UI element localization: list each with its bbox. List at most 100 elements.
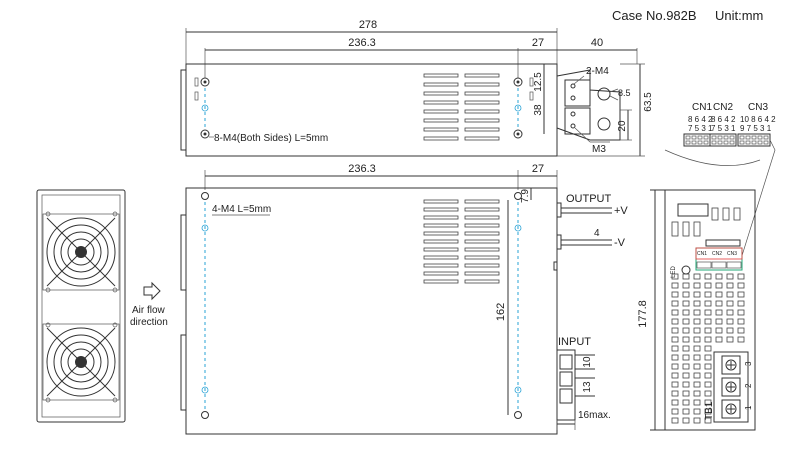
connector-pin (751, 135, 757, 140)
vent-slot (423, 279, 459, 284)
vent-slot (671, 282, 679, 289)
vent-slot (423, 73, 459, 78)
vent-slot (693, 354, 701, 361)
fan-view (36, 189, 126, 423)
vent-slot (423, 255, 459, 260)
vent-slot (464, 215, 500, 220)
vent-slot (682, 221, 690, 237)
connector-pin (697, 135, 703, 140)
vent-slot (423, 215, 459, 220)
vent-slot (464, 82, 500, 87)
vent-slot (726, 327, 734, 334)
vent-slot (726, 318, 734, 325)
dim-4: 4 (594, 228, 600, 239)
vent-slot (693, 363, 701, 370)
connector-pin (685, 140, 691, 145)
connector-pin (717, 135, 723, 140)
vent-slot (423, 91, 459, 96)
vent-slot (737, 336, 745, 343)
vent-slot (671, 309, 679, 316)
vent-slot (693, 300, 701, 307)
vent-slot (693, 309, 701, 316)
dim-27-top: 27 (532, 37, 544, 49)
vent-slot (715, 327, 723, 334)
front-view: 177.8 CN1 CN2 CN3 LED 3 2 1 TB1 (637, 189, 756, 431)
minus-v-label: -V (614, 237, 626, 249)
unit-label: Unit:mm (715, 8, 764, 23)
vent-slot (693, 399, 701, 406)
vent-slot (423, 223, 459, 228)
dim-63-5: 63.5 (643, 92, 654, 112)
connector-pin (691, 135, 697, 140)
dim-278: 278 (359, 19, 377, 31)
connector-pin (697, 140, 703, 145)
vent-slot (671, 221, 679, 237)
connector-pin (763, 135, 769, 140)
vent-slot (682, 408, 690, 415)
vent-slot (711, 207, 719, 221)
vent-slot (671, 291, 679, 298)
mini-cn3: CN3 (727, 251, 737, 257)
vent-slot (464, 239, 500, 244)
vent-slot (464, 136, 500, 141)
connector-pin (739, 135, 745, 140)
vent-slot (464, 271, 500, 276)
vent-slot (715, 273, 723, 280)
mini-cn1: CN1 (697, 251, 707, 257)
connector-pin (757, 135, 763, 140)
label-8-m4: 8-M4(Both Sides) L=5mm (214, 133, 328, 144)
cn2-label: CN2 (713, 102, 733, 113)
vent-slot (682, 336, 690, 343)
vent-slot (704, 363, 712, 370)
vent-slot (671, 273, 679, 280)
vent-slot (671, 300, 679, 307)
vent-slot (671, 408, 679, 415)
tb-pin-3: 3 (744, 361, 753, 366)
vent-slot (704, 354, 712, 361)
dim-8-5: 8.5 (618, 88, 631, 98)
vent-slot (464, 91, 500, 96)
vent-slot (682, 417, 690, 424)
vent-slot (682, 282, 690, 289)
vent-slot (464, 207, 500, 212)
vent-slot (704, 399, 712, 406)
cn3-label: CN3 (748, 102, 768, 113)
mini-cn2: CN2 (712, 251, 722, 257)
connector-pin (685, 135, 691, 140)
led-label: LED (671, 265, 677, 277)
dim-7-9: 7.9 (520, 189, 531, 203)
vent-slot (671, 417, 679, 424)
vent-slot (464, 100, 500, 105)
cn3-top-pins: 10 8 6 4 2 (740, 115, 776, 124)
vent-slot (423, 118, 459, 123)
vent-slot (464, 73, 500, 78)
vent-slot (423, 239, 459, 244)
vent-slot (726, 282, 734, 289)
vent-slot (671, 363, 679, 370)
vent-slot (682, 390, 690, 397)
dim-40: 40 (591, 37, 603, 49)
vent-slot (693, 408, 701, 415)
vent-slot (693, 327, 701, 334)
vent-slot (682, 354, 690, 361)
vent-slot (704, 282, 712, 289)
vent-slot (715, 282, 723, 289)
airflow-line2: direction (130, 317, 168, 328)
vent-slot (682, 345, 690, 352)
vent-slot (693, 417, 701, 424)
plus-v-label: +V (614, 205, 628, 217)
vent-slot (715, 318, 723, 325)
connector-detail: CN1 CN2 CN3 8 6 4 2 7 5 3 1 8 6 4 2 7 5 … (664, 102, 776, 263)
vent-slot (693, 273, 701, 280)
vent-slot (704, 336, 712, 343)
connector-pin (691, 140, 697, 145)
vent-slot (423, 136, 459, 141)
cn2-bottom-pins: 7 5 3 1 (711, 124, 736, 133)
cn1-top-pins: 8 6 4 2 (688, 115, 713, 124)
connector-pin (745, 135, 751, 140)
cn1-label: CN1 (692, 102, 712, 113)
tb1-label: TB1 (704, 401, 715, 420)
vent-slot (464, 127, 500, 132)
connector-pin (729, 140, 735, 145)
vent-slot (704, 417, 712, 424)
